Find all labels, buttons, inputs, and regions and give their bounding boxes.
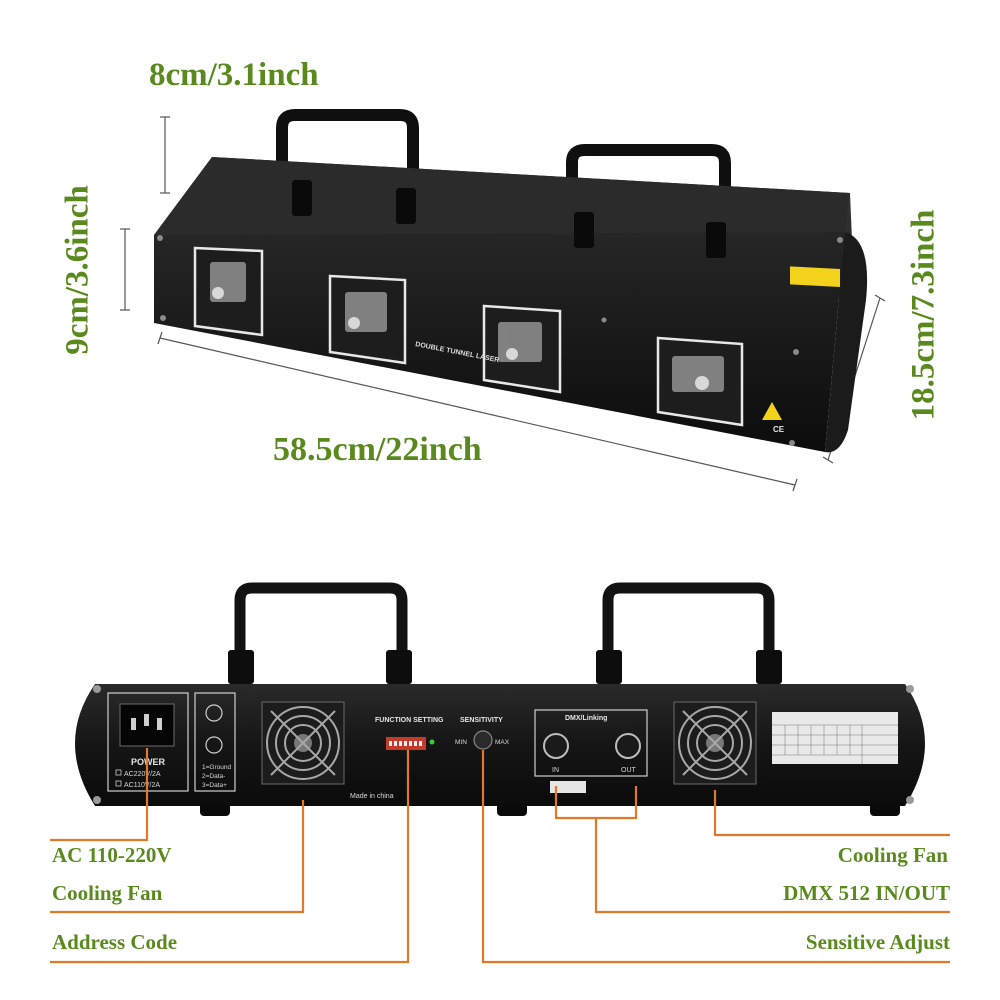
dimension-depth: 8cm/3.1inch [149, 57, 319, 93]
dmx-out-label: OUT [621, 767, 637, 774]
pin-data-minus: 2=Data- [202, 773, 225, 780]
laser-warning-icon [762, 402, 782, 420]
address-chart [772, 712, 898, 764]
sens-min: MIN [455, 739, 467, 746]
xlr-pin-diagram-icon [205, 704, 223, 722]
sensitivity-knob [473, 730, 493, 750]
rear-handles [234, 582, 775, 655]
power-option-110: AC110V/2A [124, 782, 160, 789]
dimension-side-height: 18.5cm/7.3inch [905, 209, 942, 421]
dmx-out-connector [615, 733, 641, 759]
cooling-fan-right-icon [673, 701, 757, 785]
dmx-title: DMX/Linking [565, 715, 607, 722]
status-led [429, 739, 435, 745]
pin-data-plus: 3=Data+ [202, 782, 227, 789]
ce-mark: CE [773, 425, 785, 434]
made-in-label: Made in china [350, 793, 394, 800]
callout-ac-power: AC 110-220V [52, 843, 172, 867]
laser-front-view: DOUBLE TUNNEL LASER CE [154, 109, 868, 453]
power-title: POWER [131, 757, 166, 767]
serial-sticker [550, 781, 586, 793]
front-handles [276, 109, 731, 255]
dimension-width: 58.5cm/22inch [273, 431, 482, 468]
power-option-220: AC220V/2A [124, 771, 161, 778]
callout-cooling-fan-left: Cooling Fan [52, 881, 163, 905]
laser-rear-view: POWER AC220V/2A AC110V/2A 1=Ground 2=Dat… [75, 582, 925, 816]
sensitivity-label: SENSITIVITY [460, 717, 503, 724]
dmx-in-label: IN [552, 767, 559, 774]
dmx-in-connector [543, 733, 569, 759]
callout-address-code: Address Code [52, 930, 178, 954]
function-setting-label: FUNCTION SETTING [375, 717, 444, 724]
warning-label [790, 266, 840, 288]
callout-leaders [50, 748, 950, 964]
callout-dmx: DMX 512 IN/OUT [783, 881, 950, 905]
pin-ground: 1=Ground [202, 764, 231, 771]
dimension-height: 9cm/3.6inch [59, 185, 96, 355]
sens-max: MAX [495, 739, 510, 746]
cooling-fan-left-icon [261, 701, 345, 785]
callout-cooling-fan-right: Cooling Fan [837, 843, 948, 867]
callout-sensitive-adjust: Sensitive Adjust [805, 930, 950, 954]
